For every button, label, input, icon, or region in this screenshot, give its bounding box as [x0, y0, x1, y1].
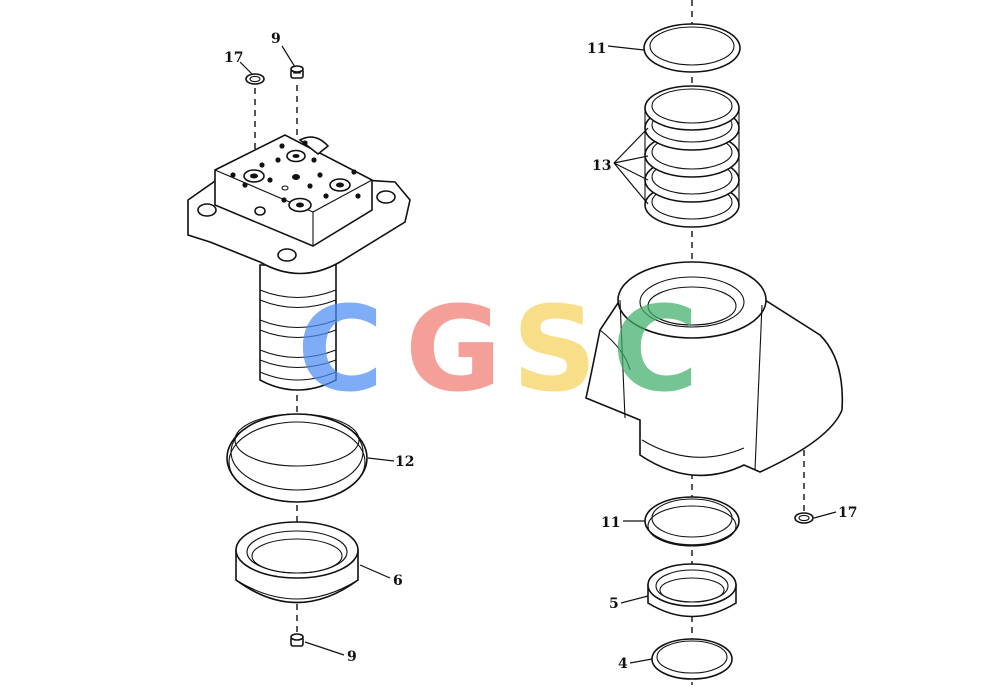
callout-13: 13 [592, 158, 611, 174]
callout-6: 6 [393, 573, 403, 589]
callout-12: 12 [395, 454, 414, 470]
snap-ring-part-4 [651, 638, 733, 680]
watermark-letter-c1: C [297, 280, 384, 418]
callout-9-bottom: 9 [347, 649, 357, 665]
callout-5: 5 [609, 596, 619, 612]
o-ring-part-17-right [794, 512, 814, 524]
callout-17-left: 17 [224, 50, 243, 66]
callout-9-top: 9 [271, 31, 281, 47]
swivel-rotor [585, 261, 844, 477]
ring-part-11-bottom [644, 496, 740, 547]
watermark-letter-s: S [512, 280, 597, 418]
o-ring-part-17 [245, 73, 265, 85]
ring-part-12 [226, 413, 368, 503]
watermark-cgsc: C G S C [297, 280, 699, 418]
callout-11-bottom: 11 [601, 515, 620, 531]
watermark-letter-g: G [405, 280, 502, 418]
swivel-joint-housing [187, 134, 411, 391]
bearing-part-6 [235, 521, 359, 604]
callout-11-top: 11 [587, 41, 606, 57]
callout-17-right: 17 [838, 505, 857, 521]
bearing-part-5 [647, 563, 737, 618]
plug-part-9-top [290, 65, 304, 79]
ring-part-11-top [643, 23, 741, 73]
callout-4: 4 [618, 656, 628, 672]
watermark-letter-c2: C [612, 280, 699, 418]
plug-part-9-bottom [290, 633, 304, 647]
seal-stack-part-13 [644, 85, 740, 228]
